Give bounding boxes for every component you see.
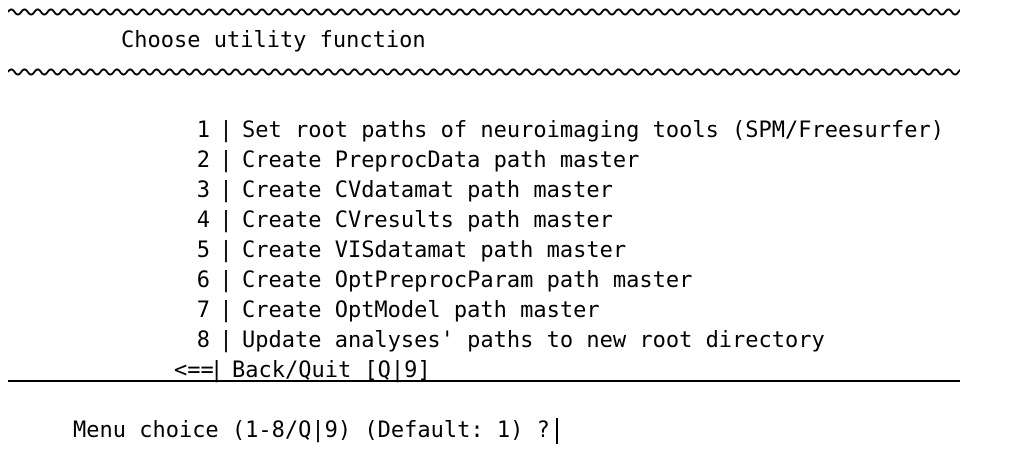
menu-item-label: Create CVdatamat path master bbox=[241, 178, 613, 203]
menu-item-separator: | bbox=[219, 118, 233, 143]
menu-item-8[interactable]: 8 | Update analyses' paths to new root dir… bbox=[121, 296, 825, 353]
menu-item-label: Create OptPreprocParam path master bbox=[241, 268, 693, 293]
menu-item-separator: | bbox=[219, 208, 233, 233]
text-cursor[interactable] bbox=[555, 418, 558, 444]
menu-item-label: Create OptModel path master bbox=[241, 298, 600, 323]
menu-item-5[interactable]: 5 | Create VISdatamat path master bbox=[121, 206, 626, 263]
back-arrow-indicator: <== bbox=[173, 358, 214, 383]
menu-item-label: Create CVresults path master bbox=[241, 208, 613, 233]
menu-item-number: 3 bbox=[196, 178, 210, 203]
menu-item-7[interactable]: 7 | Create OptModel path master bbox=[121, 266, 600, 323]
menu-item-4[interactable]: 4 | Create CVresults path master bbox=[121, 176, 613, 233]
menu-item-label: Back/Quit [Q|9] bbox=[231, 358, 431, 383]
menu-item-number: 8 bbox=[196, 328, 210, 353]
menu-item-separator: | bbox=[219, 268, 233, 293]
menu-item-separator: | bbox=[219, 148, 233, 173]
menu-item-label: Create VISdatamat path master bbox=[241, 238, 627, 263]
menu-item-label: Set root paths of neuroimaging tools (SP… bbox=[241, 118, 944, 143]
menu-prompt[interactable]: Menu choice (1-8/Q|9) (Default: 1) ? bbox=[20, 386, 558, 444]
menu-item-separator: | bbox=[219, 238, 233, 263]
menu-item-number: 4 bbox=[196, 208, 210, 233]
menu-item-label: Update analyses' paths to new root direc… bbox=[241, 328, 825, 353]
menu-item-label: Create PreprocData path master bbox=[241, 148, 640, 173]
prompt-text: Menu choice (1-8/Q|9) (Default: 1) ? bbox=[72, 418, 550, 443]
menu-item-2[interactable]: 2 | Create PreprocData path master bbox=[121, 116, 640, 173]
menu-item-number: 5 bbox=[196, 238, 210, 263]
menu-title: Choose utility function bbox=[121, 28, 426, 53]
menu-item-6[interactable]: 6 | Create OptPreprocParam path master bbox=[121, 236, 693, 293]
bottom-wavy-divider bbox=[8, 66, 960, 78]
menu-item-number: 7 bbox=[196, 298, 210, 323]
menu-item-1[interactable]: 1 | Set root paths of neuroimaging tools (… bbox=[121, 86, 944, 143]
menu-item-back-quit[interactable]: <==| Back/Quit [Q|9] bbox=[121, 326, 431, 383]
terminal-window: Choose utility function 1 | Set root paths… bbox=[8, 6, 960, 444]
menu-item-number: 6 bbox=[196, 268, 210, 293]
menu-item-separator: | bbox=[219, 178, 233, 203]
menu-item-separator: | bbox=[219, 328, 233, 353]
top-wavy-divider bbox=[8, 6, 960, 18]
menu-item-3[interactable]: 3 | Create CVdatamat path master bbox=[121, 146, 613, 203]
menu-item-number: 2 bbox=[196, 148, 210, 173]
menu-item-number: 1 bbox=[196, 118, 210, 143]
menu-item-separator: | bbox=[209, 358, 224, 383]
menu-item-separator: | bbox=[219, 298, 233, 323]
prompt-divider bbox=[8, 380, 960, 382]
